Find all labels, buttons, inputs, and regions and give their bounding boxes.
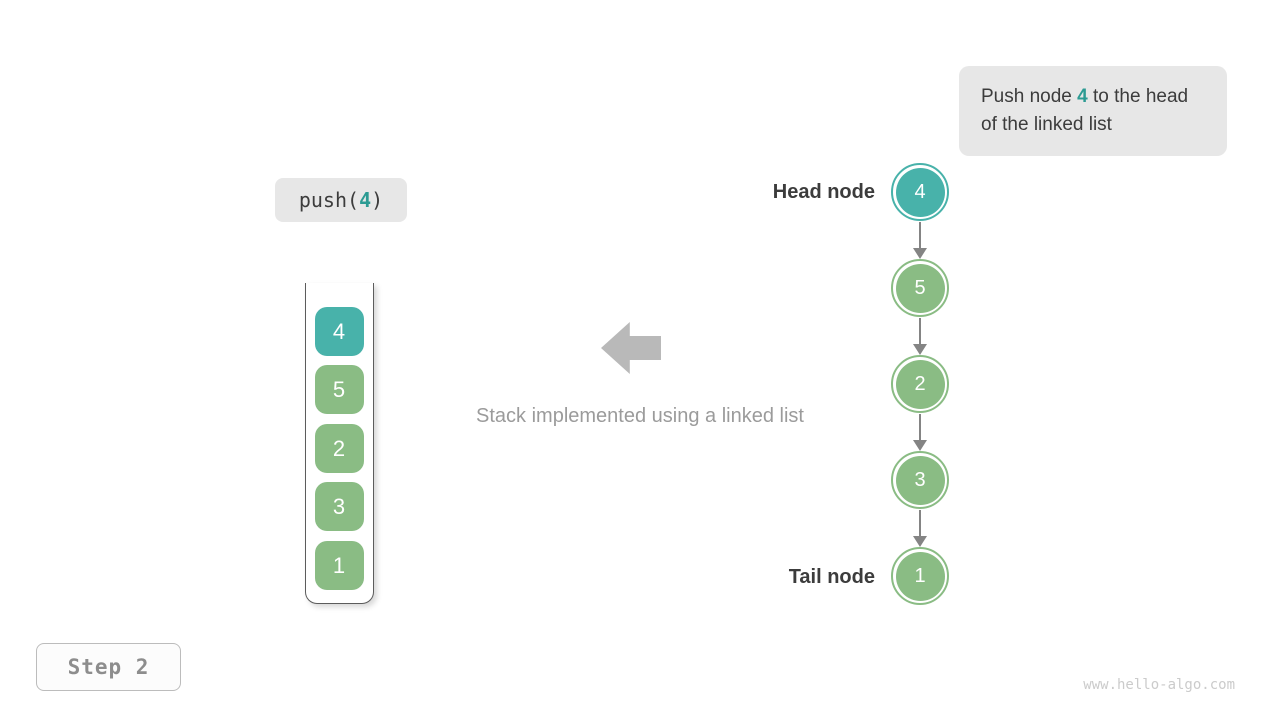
- stack-cell: 5: [314, 365, 364, 414]
- stack-container: 4 5 2 3 1: [305, 283, 374, 604]
- linked-list-node: 1: [891, 547, 949, 605]
- diagram-caption: Stack implemented using a linked list: [476, 405, 804, 427]
- operation-close: ): [371, 188, 384, 212]
- callout-box: Push node 4 to the head of the linked li…: [959, 66, 1227, 156]
- callout-text-after: to the head of the linked list: [981, 85, 1189, 136]
- linked-list-node: 2: [891, 355, 949, 413]
- operation-arg: 4: [359, 188, 372, 212]
- linked-list-node: 5: [891, 259, 949, 317]
- arrow-down-icon: [913, 414, 927, 451]
- linked-list-node: 4: [891, 163, 949, 221]
- operation-fn: push(: [298, 188, 360, 212]
- stack-cell: 1: [314, 541, 364, 590]
- arrow-down-icon: [913, 222, 927, 259]
- arrow-down-icon: [913, 510, 927, 547]
- callout-text: Push node 4 to the head of the linked li…: [981, 83, 1205, 140]
- callout-text-before: Push node: [981, 85, 1078, 107]
- watermark-text: www.hello-algo.com: [1083, 677, 1235, 693]
- stack-cell: 3: [314, 482, 364, 531]
- arrow-down-icon: [913, 318, 927, 355]
- stack-cell: 4: [314, 307, 364, 356]
- tail-node-label: Tail node: [788, 566, 875, 588]
- linked-list-node: 3: [891, 451, 949, 509]
- push-operation-box: push(4): [275, 178, 407, 222]
- head-node-label: Head node: [772, 181, 875, 203]
- left-arrow-icon: [601, 322, 661, 374]
- callout-highlight-value: 4: [1077, 85, 1088, 107]
- step-badge: Step 2: [36, 643, 181, 691]
- stack-cell: 2: [314, 424, 364, 473]
